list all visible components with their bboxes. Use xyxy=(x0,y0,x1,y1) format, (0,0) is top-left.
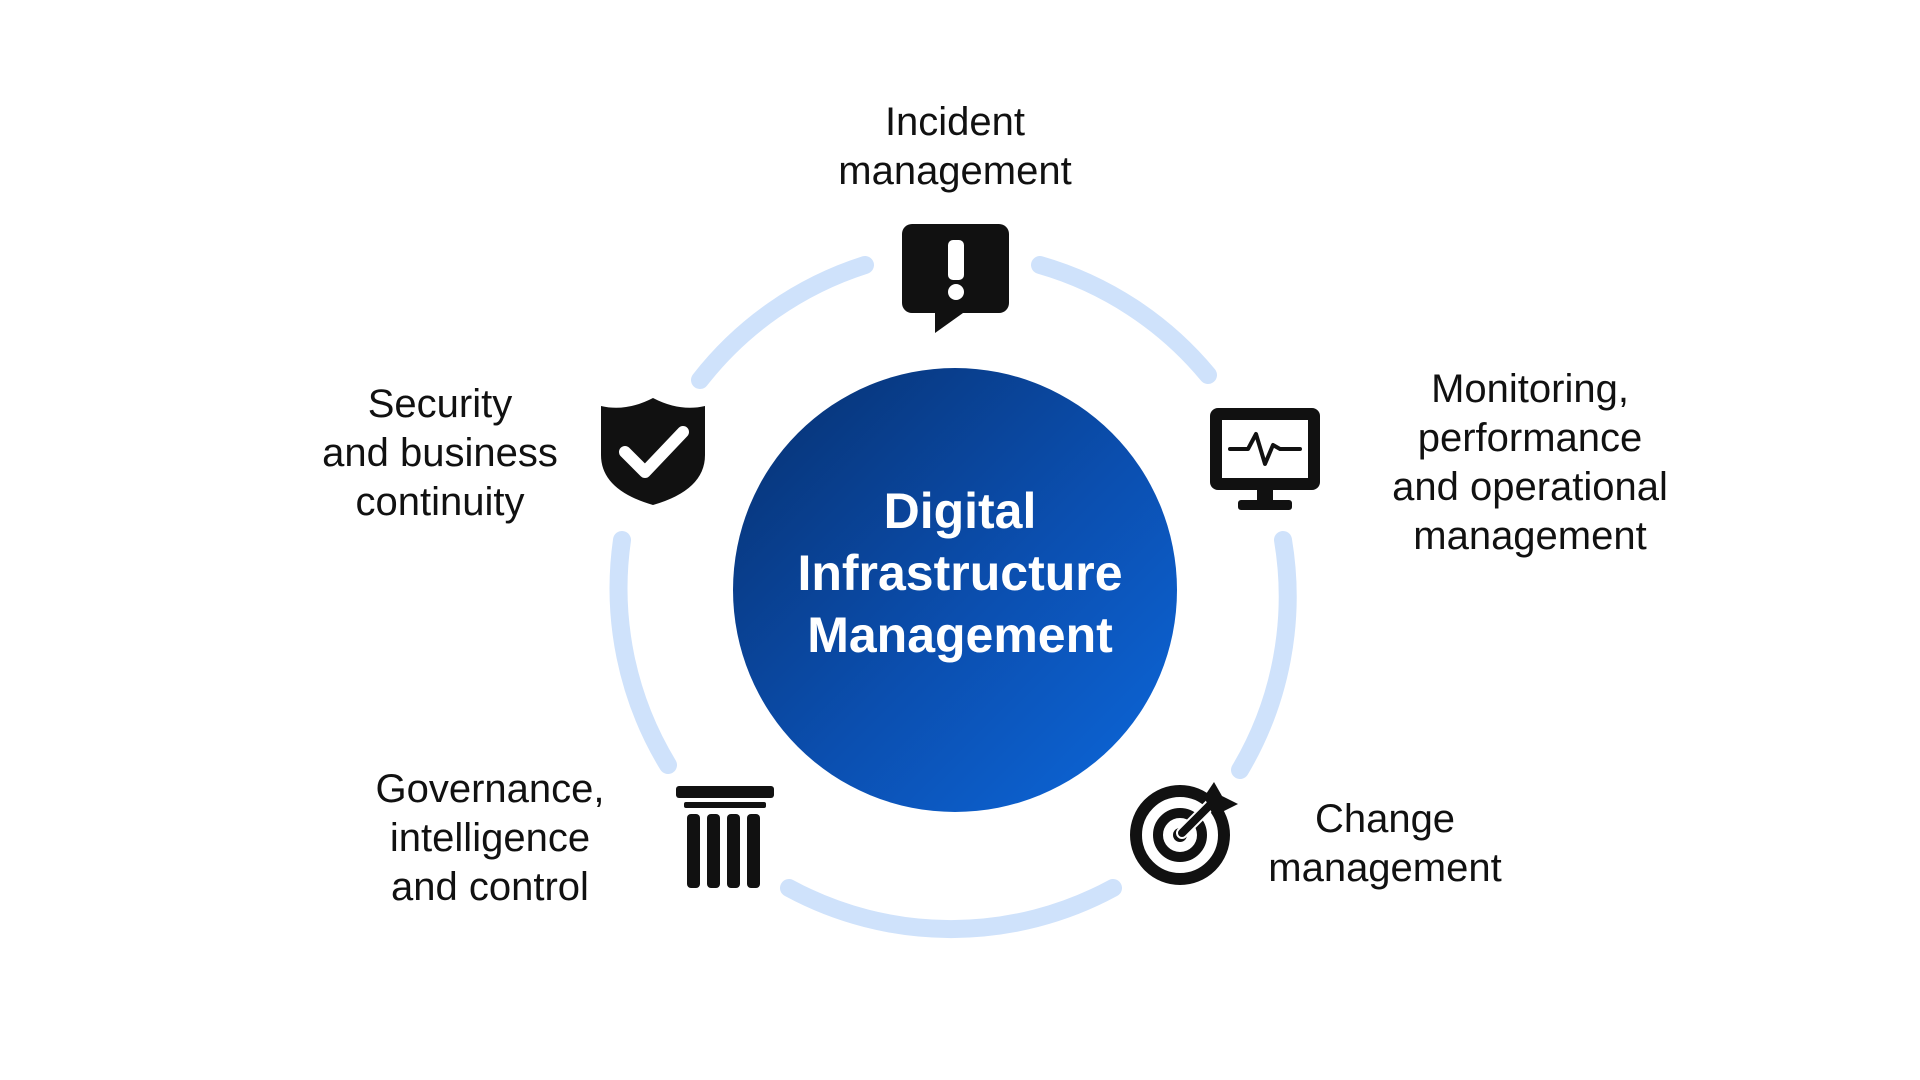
center-title-line: Management xyxy=(807,607,1113,663)
label-line: management xyxy=(1268,846,1502,890)
ring-segment-incident-to-monitoring xyxy=(1031,256,1217,384)
label-line: Incident xyxy=(884,100,1026,144)
label-line: Security xyxy=(367,382,513,426)
label-line: and control xyxy=(391,865,589,909)
monitor-heartbeat-icon xyxy=(1210,408,1320,510)
center-title-line: Infrastructure xyxy=(797,545,1123,601)
shield-check-icon xyxy=(601,398,705,505)
target-arrow-icon xyxy=(1130,782,1238,885)
incident-management-label: Incident management xyxy=(835,98,1075,196)
label-line: performance xyxy=(1417,416,1643,460)
label-line: intelligence xyxy=(389,816,591,860)
pillar-icon xyxy=(676,786,774,888)
ring-segment-change-to-governance xyxy=(780,879,1122,939)
monitoring-label: Monitoring, performance and operational … xyxy=(1370,365,1690,561)
label-line: management xyxy=(1413,514,1647,558)
label-line: management xyxy=(838,149,1072,193)
ring-segment-security-to-incident xyxy=(691,256,874,389)
center-title-line: Digital xyxy=(883,483,1037,539)
cycle-ring xyxy=(609,256,1297,939)
governance-label: Governance, intelligence and control xyxy=(365,765,615,912)
label-line: and operational xyxy=(1392,465,1668,509)
label-line: continuity xyxy=(355,480,525,524)
center-hub-circle xyxy=(733,368,1177,812)
ring-segment-monitoring-to-change xyxy=(1231,531,1297,779)
center-title: Digital Infrastructure Management xyxy=(730,480,1190,666)
label-line: and business xyxy=(322,431,558,475)
change-management-label: Change management xyxy=(1265,795,1505,893)
label-line: Change xyxy=(1314,797,1456,841)
ring-segment-governance-to-security xyxy=(609,531,677,774)
label-line: Monitoring, xyxy=(1431,367,1629,411)
alert-speech-bubble-icon xyxy=(902,224,1009,333)
label-line: Governance, xyxy=(375,767,605,811)
security-label: Security and business continuity xyxy=(310,380,570,527)
